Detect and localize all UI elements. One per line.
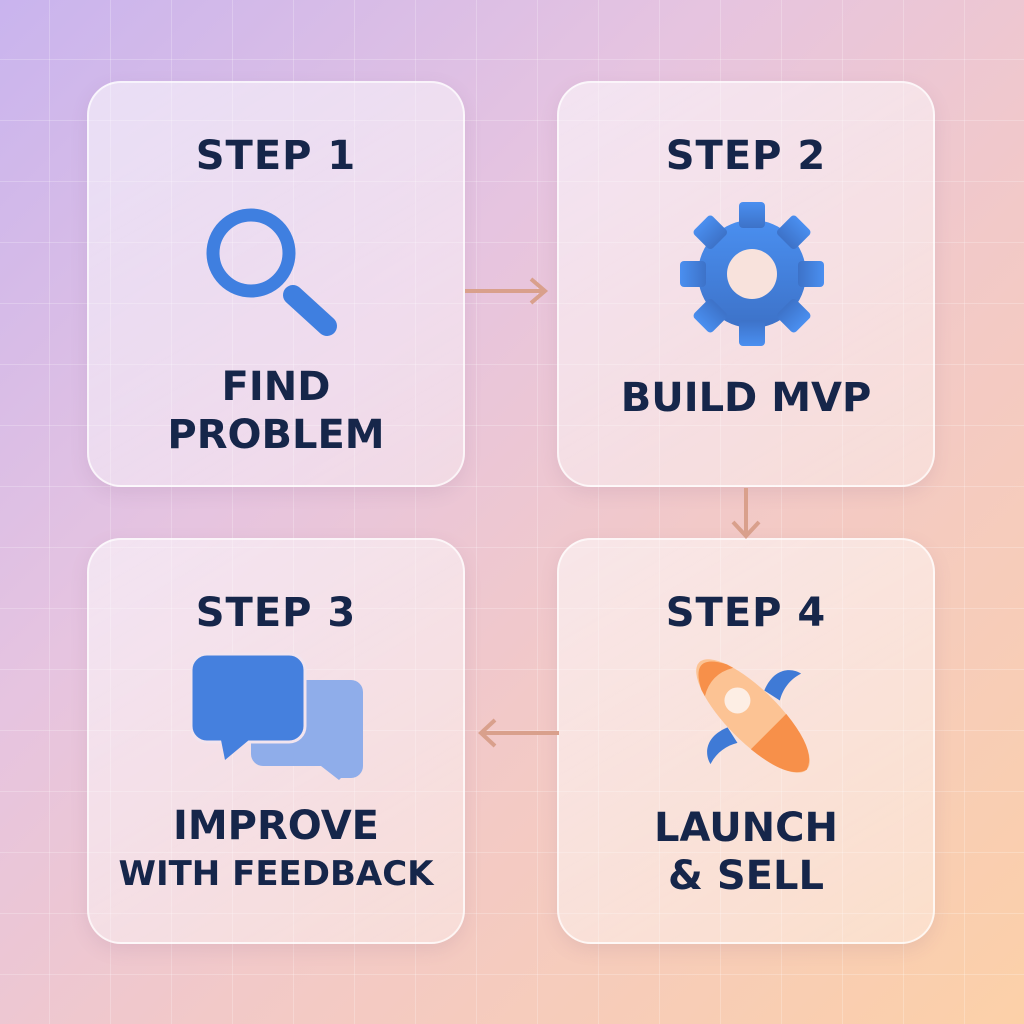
step-title-line: BUILD MVP	[620, 375, 872, 421]
step-label: STEP 4	[665, 590, 827, 636]
step-title-line: WITH FEEDBACK	[118, 854, 434, 894]
step-title-line: IMPROVE	[172, 803, 379, 849]
step-card-1: STEP 1 FIND PROBLEM	[87, 81, 465, 487]
step-label: STEP 1	[195, 133, 357, 179]
search-icon	[206, 208, 337, 336]
step-title: LAUNCH & SELL	[559, 804, 933, 900]
chat-bubbles-icon	[191, 652, 363, 780]
arrow-step1-to-step2	[465, 277, 549, 305]
step-label: STEP 3	[195, 590, 357, 636]
step-card-2: STEP 2 BUILD MVP	[557, 81, 935, 487]
step-title-line: & SELL	[668, 853, 824, 899]
step-card-3: STEP 3 IMPROVE WITH FEEDBACK	[87, 538, 465, 944]
arrow-step2-to-step4	[731, 488, 761, 539]
arrow-step4-to-step3	[478, 718, 559, 748]
rocket-icon	[696, 659, 810, 773]
step-title: BUILD MVP	[559, 374, 933, 422]
step-title-line: PROBLEM	[167, 412, 385, 458]
step-label: STEP 2	[665, 133, 827, 179]
step-title: IMPROVE WITH FEEDBACK	[89, 802, 463, 898]
step-card-4: STEP 4 LAUNCH & SELL	[557, 538, 935, 944]
step-title: FIND PROBLEM	[89, 363, 463, 459]
step-title-line: FIND	[221, 364, 331, 410]
step-title-line: LAUNCH	[653, 805, 838, 851]
gear-icon	[680, 202, 824, 346]
